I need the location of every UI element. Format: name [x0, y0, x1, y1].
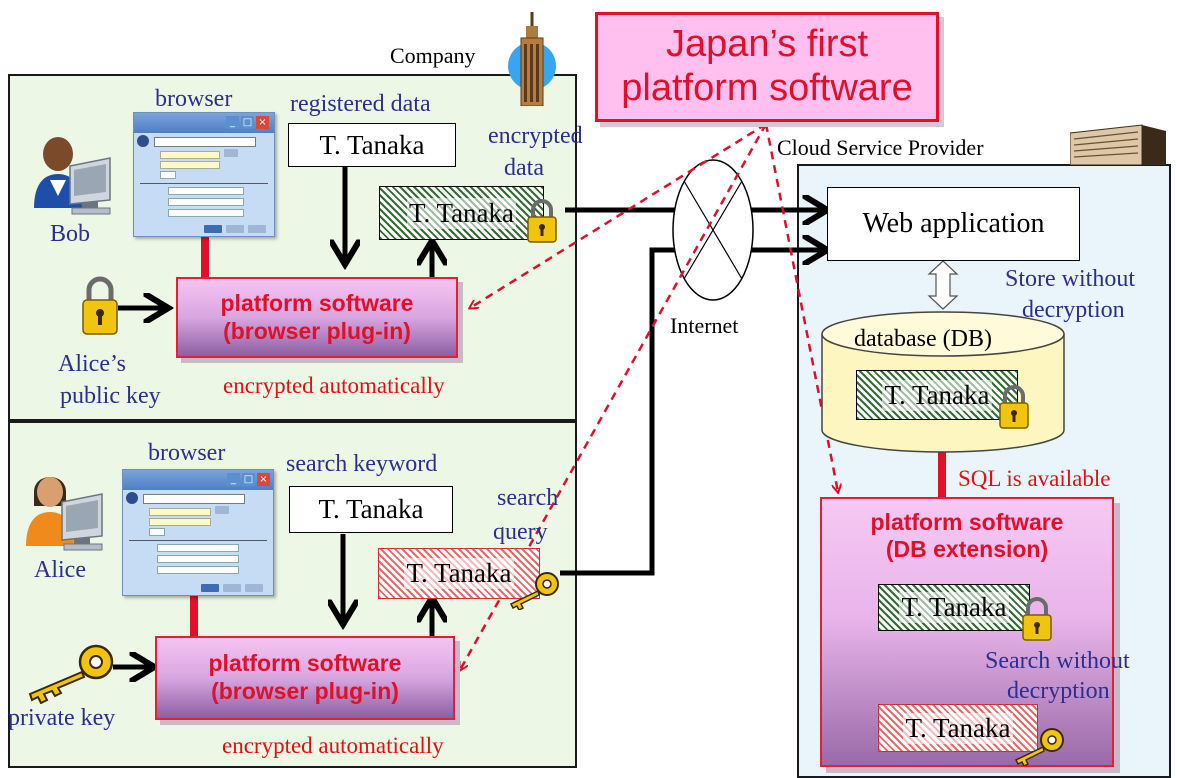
- alice-browser-window: _ □ ×: [122, 469, 274, 596]
- bob-user-icon: [34, 137, 111, 215]
- public-key-label-2: public key: [60, 383, 161, 409]
- db-extension-line-2: (DB extension): [885, 536, 1049, 562]
- bob-encrypted-data: T. Tanaka: [406, 197, 517, 229]
- alice-auto-encrypt-label: encrypted automatically: [222, 733, 444, 758]
- db-extension-query-box: T. Tanaka: [878, 704, 1038, 752]
- search-query-label-1: search: [497, 485, 559, 511]
- alice-plugin-line-1: platform software: [208, 650, 402, 677]
- db-record-padlock-icon: [999, 385, 1029, 429]
- bob-label: Bob: [50, 221, 91, 247]
- maximize-icon: □: [242, 473, 255, 486]
- cloud-provider-label: Cloud Service Provider: [777, 135, 984, 160]
- close-icon: ×: [256, 116, 269, 129]
- japan-first-banner: Japan’s first platform software: [595, 12, 939, 122]
- search-query-label-2: query: [493, 519, 548, 545]
- bob-plugin-line-2: (browser plug-in): [223, 317, 411, 344]
- alice-plain-data-box: T. Tanaka: [289, 486, 453, 533]
- alice-browser-label: browser: [148, 440, 226, 466]
- bob-browser-connector: [201, 237, 209, 279]
- bob-browser-label: browser: [155, 86, 233, 112]
- alice-encrypted-query-box: T. Tanaka: [378, 548, 540, 599]
- bob-plain-data: T. Tanaka: [319, 129, 425, 160]
- minimize-icon: _: [227, 473, 240, 486]
- building-icon: [1070, 124, 1166, 165]
- encrypted-data-label-1: encrypted: [488, 123, 583, 149]
- db-record: T. Tanaka: [882, 379, 992, 411]
- bob-auto-encrypt-label: encrypted automatically: [223, 373, 445, 398]
- registered-data-label: registered data: [290, 91, 431, 117]
- store-without-label-2: decryption: [1022, 297, 1125, 323]
- webapp-db-double-arrow: [927, 260, 959, 310]
- db-extension-query: T. Tanaka: [903, 712, 1013, 744]
- alice-plugin-line-2: (browser plug-in): [211, 678, 399, 704]
- close-icon: ×: [257, 473, 270, 486]
- alice-query-key-icon: [509, 572, 559, 610]
- bob-platform-plugin: platform software (browser plug-in): [176, 277, 458, 358]
- db-extension-line-1: platform software: [870, 509, 1064, 535]
- skyscraper-icon: [508, 12, 556, 106]
- search-without-label-1: Search without: [985, 648, 1130, 674]
- web-application-box: Web application: [827, 187, 1080, 261]
- private-key-label: private key: [8, 705, 116, 731]
- banner-to-bob-plugin-arrow: [470, 122, 767, 308]
- db-extension-record-box: T. Tanaka: [878, 584, 1030, 631]
- search-keyword-label: search keyword: [286, 451, 438, 477]
- public-key-label-1: Alice’s: [58, 351, 126, 377]
- banner-line-2: platform software: [621, 66, 913, 109]
- db-extension-key-icon: [1014, 728, 1064, 766]
- bob-browser-window: _ □ ×: [133, 112, 275, 237]
- minimize-icon: _: [226, 116, 239, 129]
- bob-public-key-padlock-icon: [82, 276, 118, 335]
- db-record-box: T. Tanaka: [856, 370, 1018, 420]
- internet-label: Internet: [670, 313, 739, 338]
- bob-plain-data-box: T. Tanaka: [288, 123, 456, 167]
- database-label: database (DB): [854, 326, 992, 352]
- db-extension-record: T. Tanaka: [899, 592, 1009, 623]
- store-without-label-1: Store without: [1005, 266, 1135, 292]
- alice-browser-connector: [190, 596, 198, 640]
- alice-to-webapp-line: [560, 250, 825, 576]
- alice-label: Alice: [34, 557, 86, 583]
- bob-encrypted-data-box: T. Tanaka: [379, 186, 544, 240]
- alice-plain-data: T. Tanaka: [318, 494, 424, 524]
- banner-line-1: Japan’s first: [665, 23, 869, 65]
- alice-platform-plugin: platform software (browser plug-in): [155, 636, 455, 720]
- db-extension-padlock-icon: [1022, 597, 1052, 641]
- bob-plugin-line-1: platform software: [220, 289, 414, 316]
- alice-encrypted-query: T. Tanaka: [404, 558, 514, 589]
- maximize-icon: □: [241, 116, 254, 129]
- bob-padlock-icon: [527, 199, 557, 243]
- sql-connector: [938, 452, 946, 498]
- encrypted-data-label-2: data: [504, 155, 544, 181]
- company-label: Company: [390, 43, 476, 68]
- search-without-label-2: decryption: [1007, 678, 1110, 704]
- alice-user-icon: [26, 477, 103, 551]
- web-application-label: Web application: [862, 208, 1045, 239]
- alice-private-key-icon: [28, 644, 114, 704]
- sql-available-label: SQL is available: [958, 466, 1111, 491]
